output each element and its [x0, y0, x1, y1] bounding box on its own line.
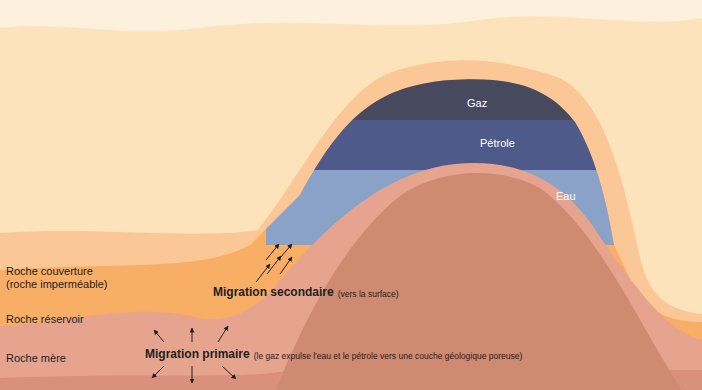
layer-label: Roche mère	[6, 352, 68, 365]
migration-arrow	[192, 366, 193, 383]
reservoir-rock	[0, 79, 702, 390]
annotation-note: (vers la surface)	[338, 289, 399, 299]
migration-arrow	[154, 330, 164, 342]
migration-arrow	[267, 256, 281, 274]
secondary-migration-arrows	[256, 244, 292, 282]
migration-arrow	[280, 244, 292, 258]
source-rock	[0, 163, 702, 390]
migration-arrow	[152, 366, 164, 378]
migration-arrow	[266, 244, 279, 260]
cover-rock-label-zone: Roche couverture (roche imperméable)	[6, 265, 126, 294]
layer-label: Gaz	[467, 97, 490, 110]
migration-arrow	[280, 257, 292, 274]
annotation-title: Migration primaire	[145, 347, 250, 361]
cover-rock	[0, 60, 702, 390]
gas-zone	[266, 60, 616, 120]
migration-arrow	[218, 326, 228, 342]
migration-arrow	[192, 328, 193, 342]
layer-label: Eau	[556, 190, 578, 203]
migration-arrow	[222, 366, 236, 379]
oil-label-zone: Pétrole	[480, 137, 517, 153]
reservoir-rock-label-zone: Roche réservoir	[6, 313, 86, 329]
layer-label: Roche couverture (roche imperméable)	[6, 265, 124, 291]
oil-zone	[266, 120, 616, 170]
surface	[0, 0, 702, 31]
annotation-note: (le gaz expulse l'eau et le pétrole vers…	[254, 351, 523, 361]
layer-label: Roche réservoir	[6, 313, 86, 326]
layer-label: Pétrole	[480, 137, 517, 150]
gas-label-zone: Gaz	[467, 97, 490, 113]
water-label-zone: Eau	[556, 190, 578, 206]
source-rock-label-zone: Roche mère	[6, 352, 68, 368]
annotation-title: Migration secondaire	[213, 285, 334, 299]
